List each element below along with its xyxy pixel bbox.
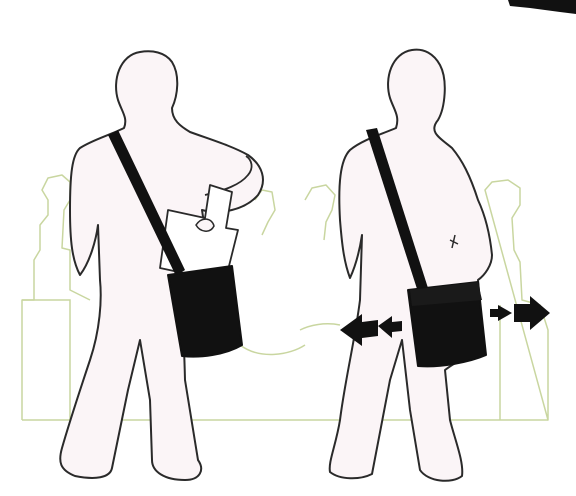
double-arrow-right-icon [490, 296, 550, 330]
left-hand [196, 219, 214, 231]
arrow-right-large [514, 296, 550, 330]
background-block-left [22, 300, 70, 420]
corner-fragment [508, 0, 576, 14]
left-figure [60, 51, 263, 480]
right-figure [330, 50, 492, 481]
bag-body-left [168, 266, 242, 357]
arrow-right-small [490, 305, 512, 321]
